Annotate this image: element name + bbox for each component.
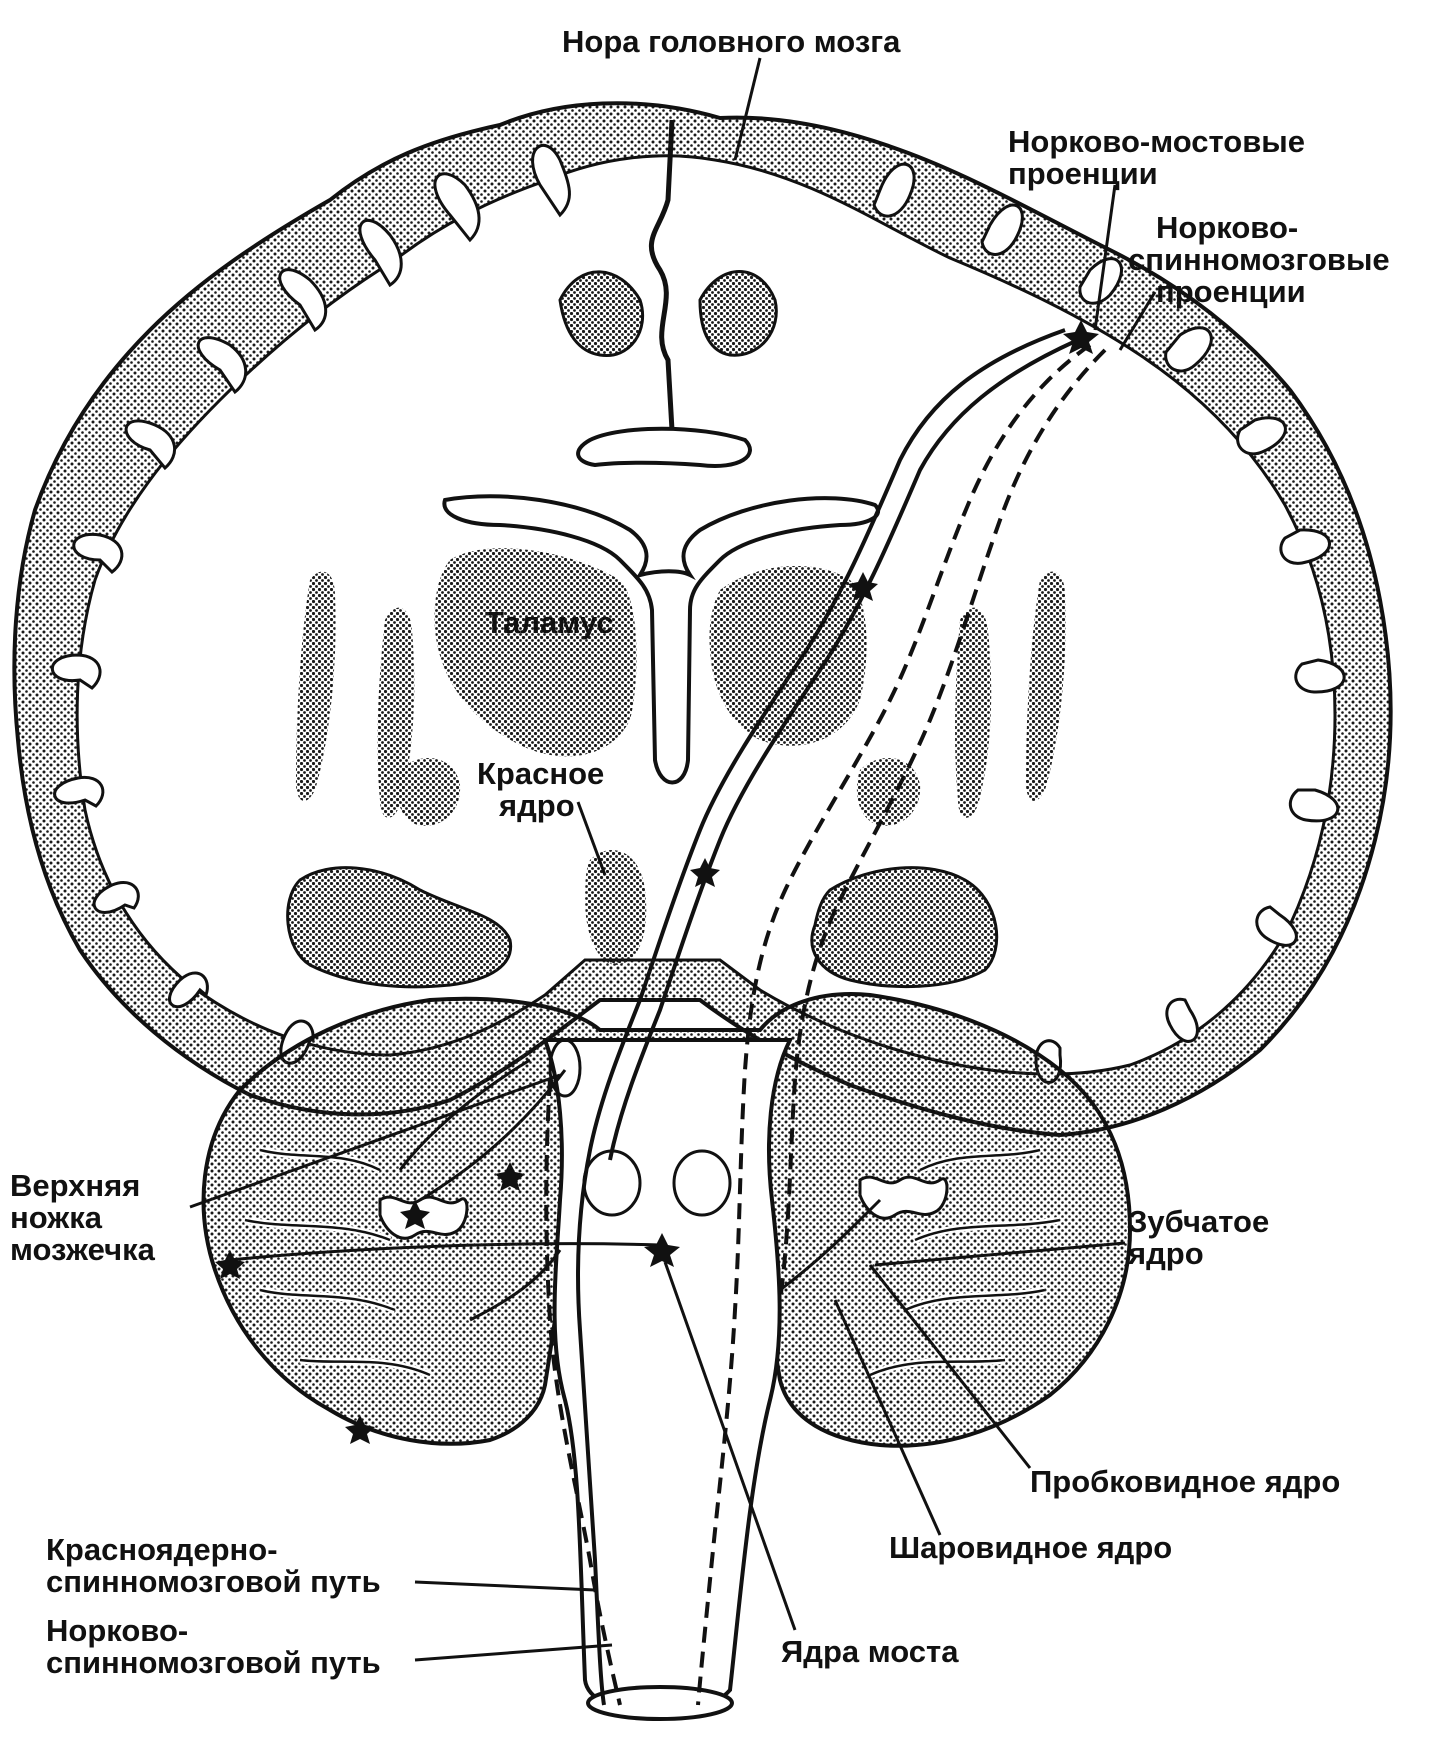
label-cortico-pontine-projections: Норково-мостовые проенции	[1008, 124, 1305, 191]
corticospinal-tract	[576, 328, 1079, 1706]
label-cortico-spinal-projections: Норково- спинномозговые проенции	[1128, 210, 1390, 309]
temporal-lobes	[286, 866, 999, 989]
neuron-markers	[215, 320, 1099, 1444]
cerebellar-connections	[229, 1058, 882, 1322]
dashed-tracts	[544, 343, 1107, 1706]
label-corticospinal-tract: Норково- спинномозговой путь	[46, 1613, 381, 1680]
basal-ganglia	[295, 571, 1066, 826]
label-cortex: Нора головного мозга	[562, 24, 901, 59]
label-emboliform-nucleus: Пробковидное ядро	[1030, 1464, 1341, 1499]
red-nucleus	[585, 850, 647, 965]
label-superior-cerebellar-peduncle: Верхняя ножка мозжечка	[10, 1168, 155, 1267]
label-red-nucleus: Красное ядро	[477, 756, 605, 823]
lateral-ventricles	[442, 494, 880, 785]
label-globose-nucleus: Шаровидное ядро	[889, 1530, 1173, 1565]
label-dentate-nucleus: Зубчатое ядро	[1128, 1204, 1270, 1271]
label-rubrospinal-tract: Красноядерно- спинномозговой путь	[46, 1532, 381, 1599]
label-pontine-nuclei: Ядра моста	[781, 1634, 959, 1669]
leader-lines	[189, 57, 1157, 1662]
label-thalamus: Таламус	[485, 605, 614, 640]
